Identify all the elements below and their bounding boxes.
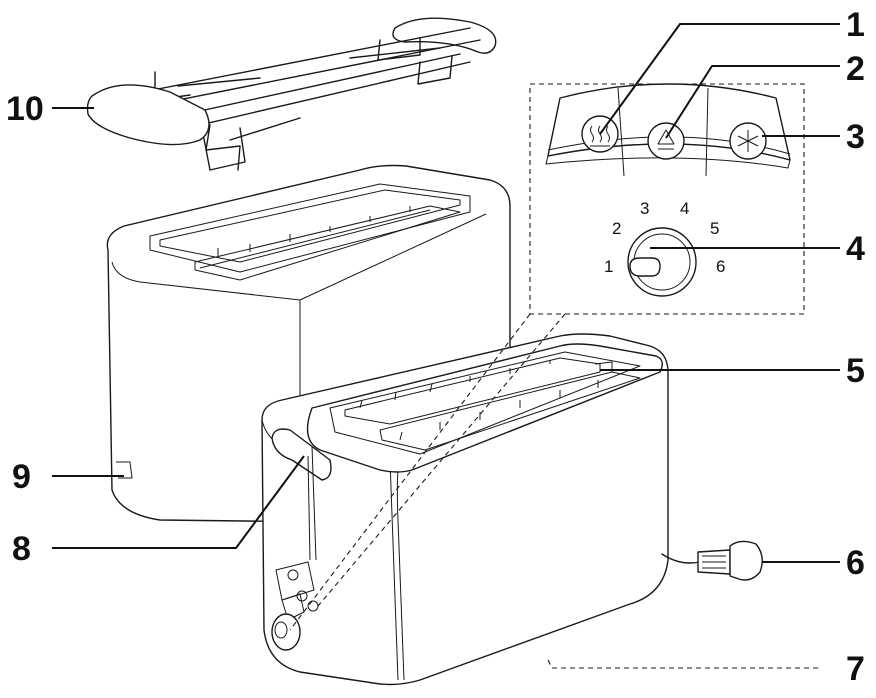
front-toaster (261, 333, 763, 686)
bun-warming-rack (86, 17, 497, 171)
callout-2: 2 (846, 50, 865, 88)
callout-8: 8 (12, 530, 31, 568)
dial-number: 4 (680, 199, 689, 218)
dial-number: 1 (604, 257, 613, 276)
control-panel-detail: 1 2 3 4 5 6 (289, 83, 820, 669)
callout-4: 4 (846, 230, 865, 268)
callout-9: 9 (12, 458, 31, 496)
callout-3: 3 (846, 118, 865, 156)
eject-icon (657, 129, 675, 150)
callout-1: 1 (846, 6, 865, 44)
callout-6: 6 (846, 544, 865, 582)
dial-number: 2 (612, 219, 621, 238)
dial-number: 5 (710, 219, 719, 238)
defrost-button[interactable] (729, 122, 767, 160)
callout-5: 5 (846, 352, 865, 390)
callout-7: 7 (846, 650, 865, 688)
leader-lines (52, 23, 840, 563)
dial-number: 6 (716, 257, 725, 276)
defrost-icon (737, 130, 759, 152)
eject-button[interactable] (647, 122, 685, 160)
callout-10: 10 (6, 90, 44, 128)
callout-numbers: 1 2 3 4 5 6 7 8 9 10 (6, 6, 865, 688)
dial-number: 3 (640, 199, 649, 218)
browning-dial[interactable] (627, 227, 697, 297)
